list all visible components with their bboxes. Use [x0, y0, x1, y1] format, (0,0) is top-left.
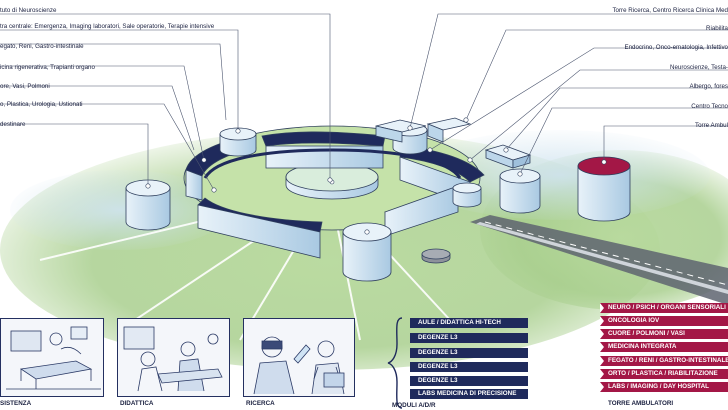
- blue-wash: [410, 130, 710, 220]
- callout-left-5: ore, Vasi, Polmoni: [0, 83, 50, 90]
- torre-item-labs: LABS / IMAGING / DAY HOSPITAL: [600, 382, 728, 392]
- road-edge: [476, 222, 728, 294]
- torre-item-fegato: FEGATO / RENI / GASTRO-INTESTINALE: [600, 356, 728, 366]
- moduli-item-degenze-2: DEGENZE L3: [410, 348, 528, 358]
- callout-right-7: Torre Ambul: [694, 122, 728, 129]
- callout-right-6: Centro Tecno: [691, 103, 728, 110]
- ricerca-panel: [243, 318, 355, 397]
- research-tower-boxes: [375, 117, 532, 169]
- research-lab-icon: [253, 336, 345, 395]
- didattica-caption: DIDATTICA: [120, 400, 154, 407]
- callout-left-4: icina rigenerativa, Trapianti organo: [0, 64, 95, 71]
- callout-left-6: o, Plastica, Urologia, Ustionati: [0, 101, 83, 108]
- assistenza-caption: SISTENZA: [0, 400, 32, 407]
- moduli-item-aule: AULE / DIDATTICA HI-TECH: [410, 318, 528, 328]
- callout-right-1: Torre Ricerca, Centro Ricerca Clinica Me…: [612, 7, 728, 14]
- moduli-item-degenze-3: DEGENZE L3: [410, 362, 528, 372]
- torre-item-oncologia: ONCOLOGIA IOV: [600, 316, 728, 326]
- moduli-item-labs: LABS MEDICINA DI PRECISIONE: [410, 389, 528, 399]
- cylinder-right-small: [452, 182, 482, 208]
- leader-lines-right: [409, 13, 728, 175]
- torre-item-medicina: MEDICINA INTEGRATA: [600, 342, 728, 352]
- callout-right-3: Endocrino, Onco-ematologia, Infettivo: [624, 44, 728, 51]
- moduli-item-degenze-4: DEGENZE L3: [410, 376, 528, 386]
- callout-left-7: destinare: [0, 121, 26, 128]
- torre-item-orto: ORTO / PLASTICA / RIABILITAZIONE: [600, 369, 728, 379]
- callout-left-1: tuto di Neuroscienze: [0, 7, 57, 14]
- callout-left-3: egato, Reni, Gastro-intestinale: [0, 43, 84, 50]
- hospital-bed-icon: [6, 326, 101, 390]
- torre-caption: TORRE AMBULATORI: [608, 400, 674, 407]
- didattica-panel: [117, 318, 230, 397]
- callout-left-2: tra centrale: Emergenza, Imaging laborat…: [0, 23, 215, 30]
- road-stripe: [484, 221, 728, 286]
- ricerca-caption: RICERCA: [246, 400, 275, 407]
- torre-item-neuro: NEURO / PSICH / ORGANI SENSORIALI: [600, 303, 728, 313]
- assistenza-panel: [0, 318, 104, 397]
- callout-right-5: Albergo, fores: [689, 83, 728, 90]
- parking-disk: [421, 248, 451, 264]
- leader-dots: [145, 117, 607, 235]
- leader-lines-left: [0, 13, 331, 191]
- cylinder-top-left: [219, 127, 257, 157]
- callout-right-2: Riabilita: [705, 25, 728, 32]
- blue-wash-left: [10, 170, 230, 250]
- torre-ambulatori-cylinder: [577, 156, 631, 222]
- moduli-caption: MODULI A/D/R: [392, 402, 436, 409]
- moduli-bracket: [387, 317, 403, 409]
- torre-item-cuore: CUORE / POLMONI / VASI: [600, 329, 728, 339]
- teaching-scene-icon: [123, 326, 223, 392]
- callout-right-4: Neuroscienze, Testa-: [669, 64, 728, 71]
- moduli-item-degenze-1: DEGENZE L3: [410, 333, 528, 343]
